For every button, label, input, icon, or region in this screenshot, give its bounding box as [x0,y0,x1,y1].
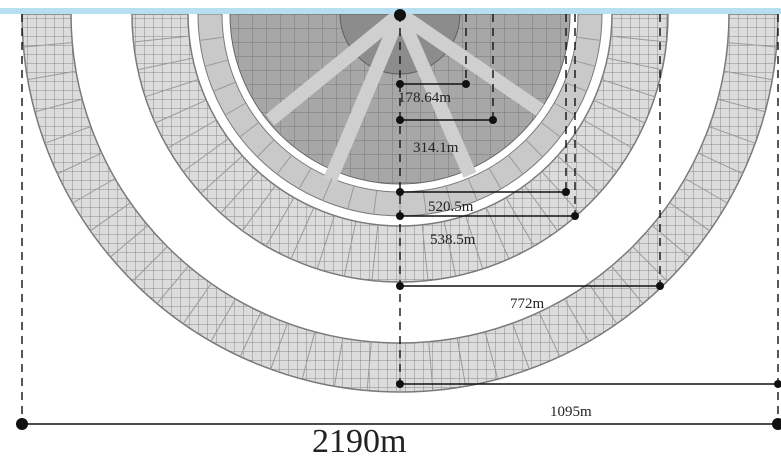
ring-radial-line [538,311,561,357]
ring-radial-line [708,126,756,144]
ring-radial-line [199,36,224,41]
ring-radial-line [322,178,333,201]
ring-radial-line [298,167,312,190]
ring-radial-line [366,341,372,391]
ring-radial-line [167,119,217,149]
measure-lines [22,83,778,425]
ring-radial-line [373,190,378,215]
outer-ring [21,13,779,393]
ring-radial-line [507,154,524,175]
inner-ring [197,13,603,217]
ring-radial-line [154,99,207,124]
ring-radial-line [571,138,618,172]
ring-radial-line [270,322,288,370]
ring-radial-line [632,246,668,282]
ring-radial-line [200,155,243,194]
ring-radial-line [611,265,644,304]
ring-radial-line [23,42,73,48]
ring-radial-line [524,185,558,232]
ring-radial-line [512,322,530,370]
ring-radial-line [224,102,247,116]
ring-radial-line [182,283,212,324]
ring-radial-line [137,57,193,71]
ring-radial-line [132,246,168,282]
endpoints [16,9,781,430]
ring-radial-line [34,98,83,113]
ring-radial-line [583,119,633,149]
label-total-width: 2190m [312,423,406,456]
ring-radial-line [276,154,293,175]
label-r2: 314.1m [413,140,459,156]
ring-radial-line [220,171,259,214]
ring-radials [23,35,777,392]
ring-radial-line [204,59,229,67]
ring-radial-line [316,215,335,270]
ring-radial-line [110,225,149,258]
ring-radial-line [465,215,484,270]
ring-radial-line [505,197,535,247]
label-r1: 178.64m [398,90,451,106]
ring-radial-line [540,121,561,138]
middle-ring [131,13,669,283]
ring-radial-line [727,42,777,48]
ring-radial-line [421,224,429,281]
ring-radial-line [576,36,601,41]
label-r3: 520.5m [428,199,474,215]
ring-radial-line [156,265,189,304]
ring-radial-line [133,35,190,43]
ring-radial-line [27,70,77,81]
ring-radial-line [301,331,316,380]
ring-radial-line [371,224,379,281]
ring-radial-line [443,221,457,277]
ring-radial-line [343,221,357,277]
ring-radial-line [571,59,596,67]
ring-radial-line [242,185,276,232]
ring-radial-line [239,311,262,357]
ring-radial-line [213,81,236,92]
ring-radial-line [564,298,590,342]
ring-radial-line [182,138,229,172]
ring-radial-line [697,152,743,175]
ring-radial-line [588,283,618,324]
ring-radial-line [445,185,453,210]
ring-radial-line [456,337,467,387]
ring-radial-line [144,79,199,98]
ring-radial-line [488,167,502,190]
ring-radial-line [422,190,427,215]
ring-radial-line [210,298,236,342]
label-r4: 538.5m [430,232,476,248]
ring-radial-line [44,126,92,144]
ring-radial-line [467,178,478,201]
ring-radial-line [256,139,275,158]
ring-radial-line [553,102,576,116]
ring-radial-line [72,178,116,204]
ring-radial-line [428,341,434,391]
ring-radial-line [57,152,103,175]
top-bar [0,8,781,14]
spokes [265,12,544,183]
ring-radial-line [333,337,344,387]
ring-radial-line [610,35,667,43]
ring-radial-line [90,202,131,232]
ring-radial-line [557,155,600,194]
label-r5: 772m [510,296,545,312]
ring-radial-line [601,79,656,98]
ring-radial-line [723,70,773,81]
ring-radial-line [484,331,499,380]
ring-radial-line [525,139,544,158]
guides [21,14,779,418]
ring-radial-line [239,121,260,138]
ring-radial-line [651,225,690,258]
ring-radial-line [347,185,355,210]
ring-radial-line [593,99,646,124]
ring-radial-line [290,207,315,260]
ring-radial-line [265,197,295,247]
label-r6: 1095m [550,404,592,420]
ring-radial-line [684,178,728,204]
ring-radial-line [669,202,710,232]
ring-radial-line [607,57,663,71]
ring-radial-line [717,98,766,113]
